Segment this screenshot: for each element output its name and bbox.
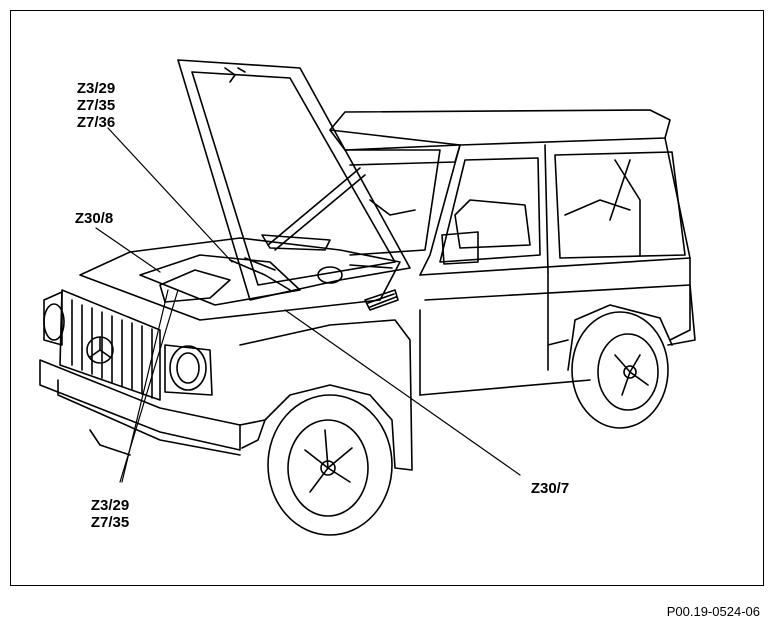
label-top-2: Z7/35 xyxy=(76,97,116,114)
label-bottom-2: Z7/35 xyxy=(90,514,130,531)
vehicle-body xyxy=(39,59,696,536)
label-group-bottom: Z3/29 Z7/35 xyxy=(80,497,140,531)
label-group-top: Z3/29 Z7/35 Z7/36 xyxy=(66,80,126,131)
leader-lines xyxy=(95,127,521,483)
label-z30-7: Z30/7 xyxy=(530,480,570,497)
label-top-1: Z3/29 xyxy=(76,80,116,97)
label-right: Z30/7 xyxy=(520,480,580,497)
diagram-frame xyxy=(10,10,764,586)
figure-id: P00.19-0524-06 xyxy=(666,604,760,619)
label-z30-8: Z30/8 xyxy=(74,210,114,227)
label-bottom-1: Z3/29 xyxy=(90,497,130,514)
label-top-3: Z7/36 xyxy=(76,114,116,131)
label-left-mid: Z30/8 xyxy=(64,210,124,227)
